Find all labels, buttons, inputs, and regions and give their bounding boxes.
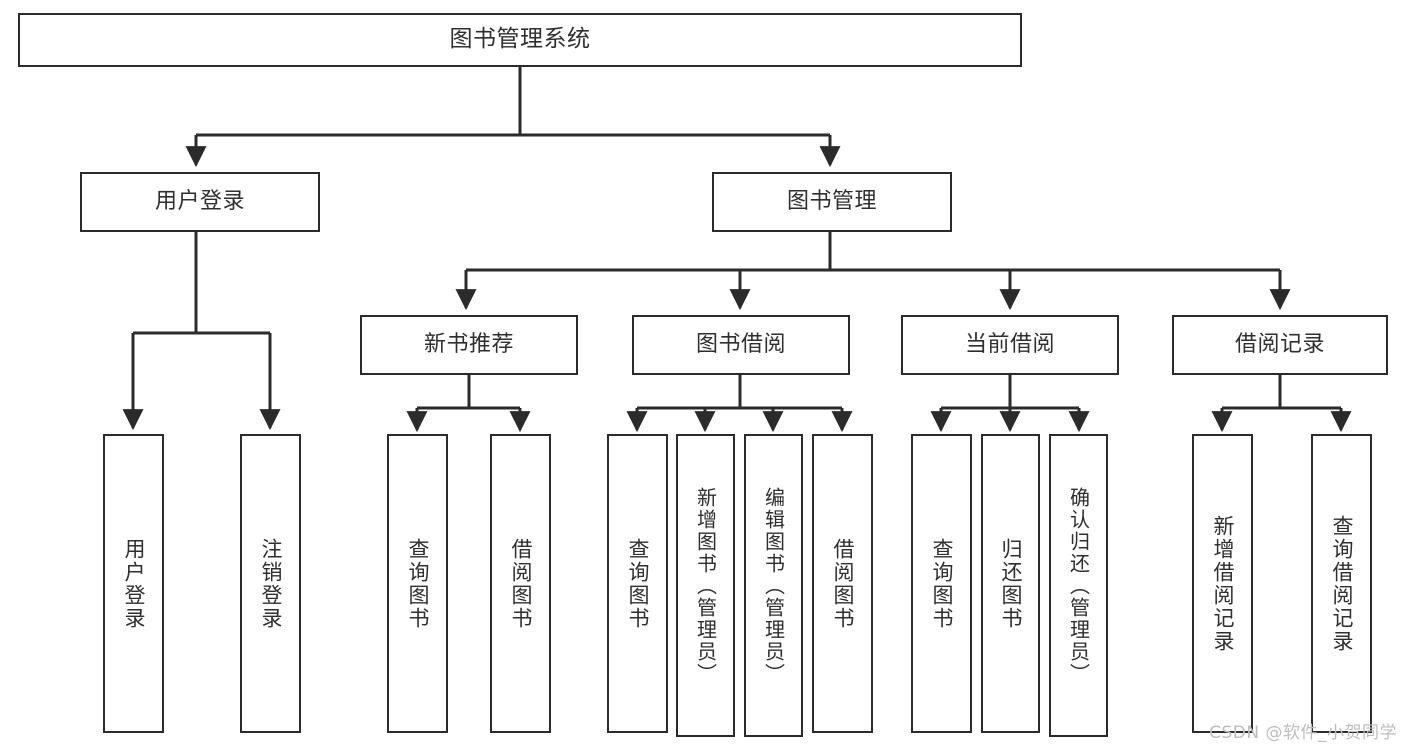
node-new-book-recommend[interactable]: 新书推荐 <box>360 315 578 375</box>
node-label: 查询借阅记录 <box>1330 514 1354 653</box>
csdn-watermark: CSDN @软件_小贺同学 <box>1209 723 1397 743</box>
node-current-borrow[interactable]: 当前借阅 <box>901 315 1119 375</box>
node-borrow-record[interactable]: 借阅记录 <box>1172 315 1388 375</box>
node-book-management[interactable]: 图书管理 <box>712 172 952 232</box>
leaf-borrow-borrow-book[interactable]: 借阅图书 <box>812 434 873 733</box>
node-label: 新增图书（管理员） <box>693 486 718 685</box>
node-label: 归还图书 <box>999 537 1023 630</box>
leaf-borrow-edit-book-admin[interactable]: 编辑图书（管理员） <box>744 434 803 737</box>
node-label: 确认归还（管理员） <box>1066 486 1091 685</box>
leaf-record-query-record[interactable]: 查询借阅记录 <box>1311 434 1372 733</box>
node-label: 借阅图书 <box>509 537 533 630</box>
node-label: 当前借阅 <box>964 331 1055 357</box>
leaf-borrow-query-book[interactable]: 查询图书 <box>607 434 668 733</box>
leaf-current-query-book[interactable]: 查询图书 <box>911 434 972 733</box>
node-label: 图书借阅 <box>695 331 786 357</box>
node-label: 图书管理 <box>786 188 877 214</box>
node-label: 借阅记录 <box>1234 331 1325 357</box>
leaf-record-add-record[interactable]: 新增借阅记录 <box>1192 434 1253 733</box>
node-user-login[interactable]: 用户登录 <box>80 172 320 232</box>
leaf-recommend-borrow-book[interactable]: 借阅图书 <box>490 434 551 733</box>
node-label: 新书推荐 <box>423 331 514 357</box>
leaf-borrow-add-book-admin[interactable]: 新增图书（管理员） <box>676 434 735 737</box>
leaf-recommend-query-book[interactable]: 查询图书 <box>387 434 448 733</box>
leaf-user-login-signout[interactable]: 注销登录 <box>240 434 301 733</box>
node-book-borrow[interactable]: 图书借阅 <box>632 315 850 375</box>
node-label: 查询图书 <box>930 537 954 630</box>
node-label: 借阅图书 <box>831 537 855 630</box>
node-label: 编辑图书（管理员） <box>761 486 786 685</box>
node-label: 用户登录 <box>122 537 146 630</box>
leaf-user-login-signin[interactable]: 用户登录 <box>103 434 164 733</box>
node-label: 查询图书 <box>626 537 650 630</box>
node-label: 图书管理系统 <box>449 26 591 53</box>
node-label: 注销登录 <box>259 537 283 630</box>
node-root-library-system[interactable]: 图书管理系统 <box>18 13 1022 67</box>
leaf-current-confirm-return-admin[interactable]: 确认归还（管理员） <box>1049 434 1108 737</box>
node-label: 新增借阅记录 <box>1211 514 1235 653</box>
node-label: 查询图书 <box>406 537 430 630</box>
node-label: 用户登录 <box>154 188 245 214</box>
leaf-current-return-book[interactable]: 归还图书 <box>981 434 1040 733</box>
